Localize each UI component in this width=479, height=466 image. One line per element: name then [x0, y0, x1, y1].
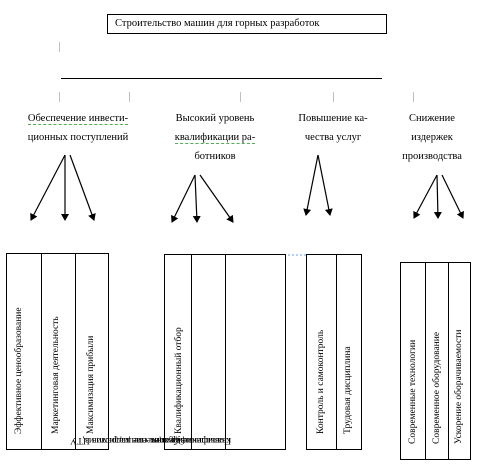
category-line: издержек	[411, 132, 453, 143]
diagram-title: Строительство машин для горных разработо…	[107, 14, 387, 34]
group-box-investment: Эффективное ценообразование Маркетингова…	[6, 253, 109, 450]
group-box-cost-reduction: Современные технологии Современное обору…	[400, 262, 471, 460]
connector-tick	[240, 92, 241, 102]
category-line: Повышение ка-	[298, 113, 368, 124]
arrow	[192, 174, 201, 223]
group-column: Повышение уровня квалификации	[152, 255, 285, 449]
group-column: Максимизация прибыли	[76, 254, 108, 449]
category-line: Обеспечение инвести-	[27, 113, 129, 125]
connector-tick	[59, 92, 60, 102]
arrow	[69, 154, 96, 221]
group-column: Современные технологии	[401, 263, 426, 459]
connector-tick	[59, 42, 60, 52]
category-line: производства	[402, 151, 462, 162]
category-investment: Обеспечение инвести- ционных поступлений	[8, 109, 148, 147]
connector-tick	[333, 92, 334, 102]
category-qualification: Высокий уровень квалификации ра- ботнико…	[165, 109, 265, 166]
group-column: Обеспечение кадрами из ведущих специалис…	[70, 255, 226, 449]
category-line: Снижение	[409, 113, 455, 124]
category-cost-reduction: Снижение издержек производства	[392, 109, 472, 166]
group-item-text: Трудовая дисциплина	[343, 345, 353, 434]
group-item-text: Современное оборудование	[432, 331, 442, 444]
group-column: Контроль и самоконтроль	[307, 255, 337, 449]
category-line: Высокий уровень	[175, 113, 255, 124]
group-column: Ускорение оборачиваемости	[449, 263, 470, 459]
arrow	[171, 174, 196, 223]
group-column: Квалификационный отбор	[165, 255, 192, 449]
group-item-text: Максимизация прибыли	[86, 335, 96, 434]
group-item-line: квалификации	[172, 435, 231, 445]
group-item-text: Современные технологии	[408, 339, 418, 444]
group-box-service-quality: Контроль и самоконтроль Трудовая дисципл…	[306, 254, 362, 450]
category-line: ционных поступлений	[27, 132, 129, 143]
arrow	[199, 174, 234, 223]
arrow	[433, 174, 442, 219]
category-line: квалификации ра-	[174, 132, 256, 144]
group-item-text: Эффективное ценообразование	[14, 306, 24, 434]
category-service-quality: Повышение ка- чества услуг	[288, 109, 378, 147]
arrow	[30, 154, 66, 221]
group-box-qualification: Квалификационный отбор Обеспечение кадра…	[70, 254, 286, 450]
arrow	[413, 174, 438, 219]
group-column: Маркетинговая деятельность	[42, 254, 76, 449]
group-item-text: Квалификационный отбор	[174, 326, 184, 434]
connector-tick	[413, 92, 414, 102]
category-line: ботников	[194, 151, 236, 162]
horizontal-divider	[61, 78, 382, 79]
arrow	[441, 174, 464, 219]
group-column: Трудовая дисциплина	[337, 255, 361, 449]
category-line: чества услуг	[304, 132, 362, 143]
connector-tick	[129, 92, 130, 102]
arrow	[303, 154, 319, 216]
group-item-text: Контроль и самоконтроль	[316, 329, 326, 434]
group-column: Современное оборудование	[426, 263, 449, 459]
arrow	[317, 154, 333, 216]
group-item-text: Ускорение оборачиваемости	[454, 329, 464, 444]
group-item-text: Маркетинговая деятельность	[51, 315, 61, 434]
group-column: Эффективное ценообразование	[7, 254, 42, 449]
